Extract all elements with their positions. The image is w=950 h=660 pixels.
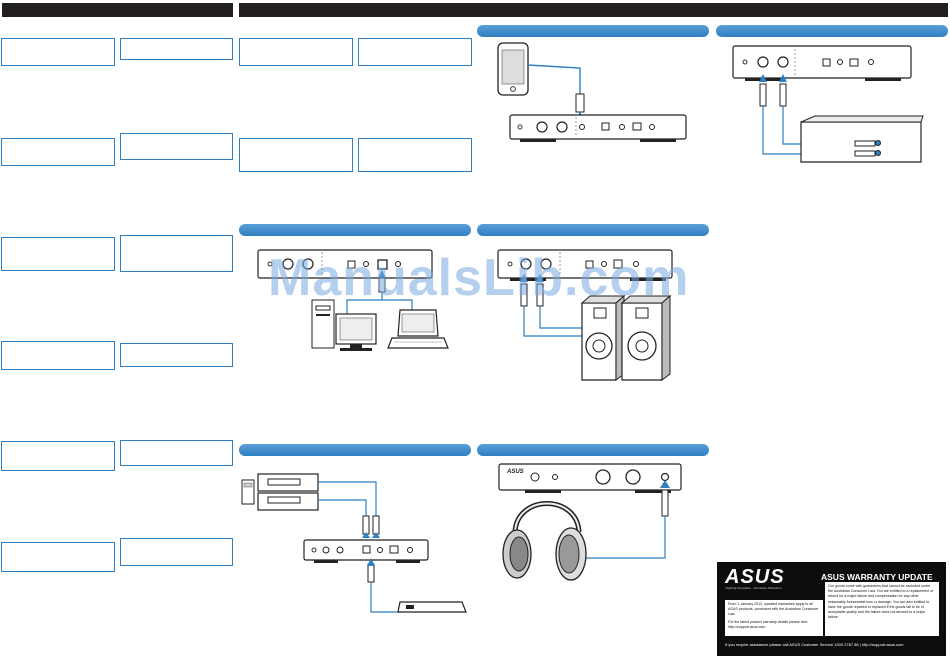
section-header-band [239, 444, 471, 456]
diagram-phone-connection [497, 42, 687, 142]
warranty-paragraph: From 1 January 2012, updated warranties … [728, 602, 819, 616]
warranty-title: ASUS WARRANTY UPDATE [821, 572, 933, 582]
asus-logo-text: ASUS [506, 469, 524, 475]
warranty-left-text: From 1 January 2012, updated warranties … [725, 600, 823, 636]
warranty-paragraph: For the latest product warranty details … [728, 620, 808, 629]
section-header-band [477, 25, 709, 37]
diagram-usb-connection [257, 249, 449, 351]
diagram-line-out-connection [732, 45, 924, 163]
text-box [239, 38, 353, 66]
diagram-speaker-connection [497, 249, 673, 381]
warranty-right-text: Our goods come with guarantees that cann… [825, 582, 939, 636]
watermark: ManualsLib.com [268, 249, 690, 307]
text-box [1, 38, 115, 66]
text-box [1, 138, 115, 166]
text-box [120, 235, 233, 272]
text-box [358, 138, 472, 172]
warranty-panel: ASUS Inspiring Innovation · Persistent P… [717, 562, 946, 656]
text-box [239, 138, 353, 172]
section-header-band [477, 224, 709, 236]
diagram-headphone-connection: ASUS [498, 463, 682, 581]
text-box [120, 343, 233, 367]
warranty-footer: If you require assistance please call AS… [725, 642, 904, 647]
text-box [1, 441, 115, 471]
asus-logo-text: ASUS [725, 566, 785, 588]
text-box [120, 440, 233, 466]
section-header-band [239, 224, 471, 236]
text-box [120, 38, 233, 60]
diagram-optical-connection [241, 473, 467, 613]
asus-logo: ASUS Inspiring Innovation · Persistent P… [725, 566, 809, 594]
text-box [358, 38, 472, 66]
section-header-band [477, 444, 709, 456]
section-header-band [716, 25, 948, 37]
text-box [120, 133, 233, 160]
text-box [120, 538, 233, 566]
text-box [1, 341, 115, 370]
asus-tagline: Inspiring Innovation · Persistent Perfec… [725, 586, 782, 590]
text-box [1, 237, 115, 271]
header-bar-left [2, 3, 233, 17]
header-bar-right [239, 3, 948, 17]
text-box [1, 542, 115, 572]
